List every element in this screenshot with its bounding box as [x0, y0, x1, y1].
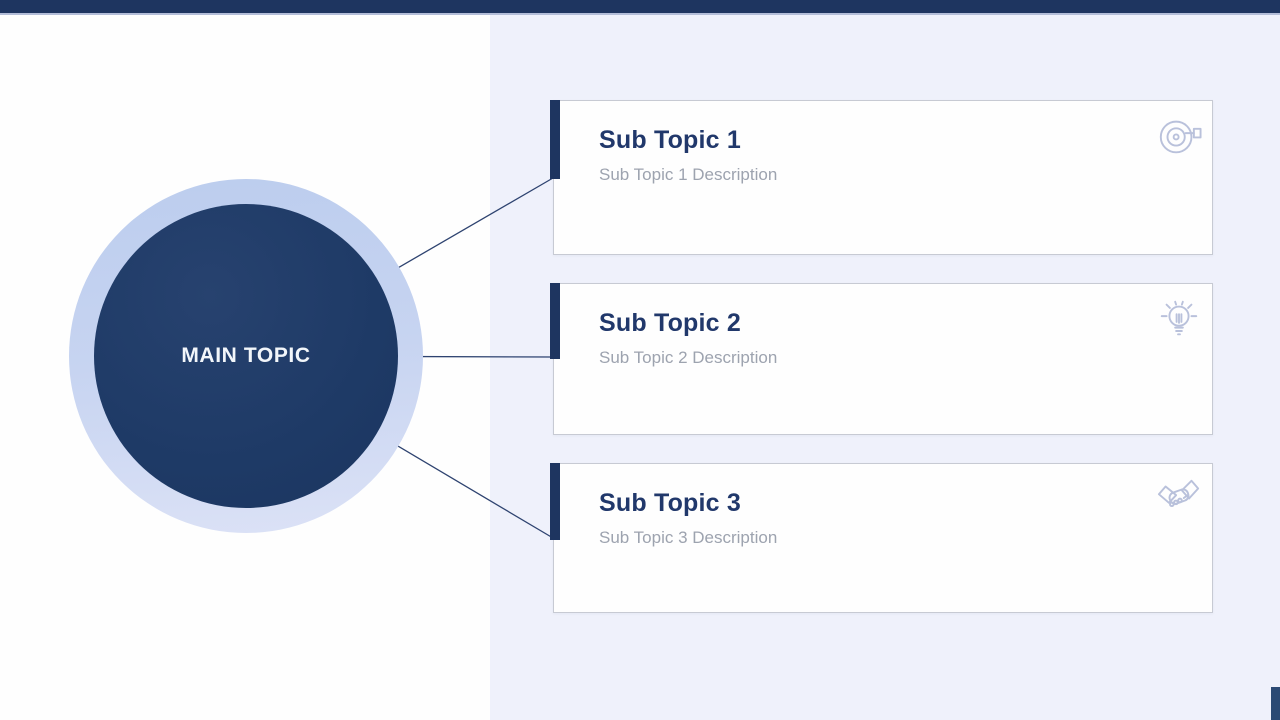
sub-topic-description: Sub Topic 2 Description — [599, 348, 778, 367]
card-accent-bar — [550, 100, 560, 179]
bottom-right-accent — [1271, 687, 1280, 720]
sub-topic-title: Sub Topic 3 — [599, 489, 742, 517]
handshake-icon — [1156, 476, 1202, 522]
main-topic-circle: MAIN TOPIC — [69, 179, 423, 533]
card-accent-bar — [550, 463, 560, 540]
top-bar-underline — [0, 13, 1280, 15]
sub-topic-title: Sub Topic 2 — [599, 309, 742, 337]
sub-topic-card-1: Sub Topic 1 Sub Topic 1 Description — [550, 100, 1213, 255]
lightbulb-icon — [1156, 296, 1202, 342]
target-icon — [1156, 113, 1202, 159]
sub-topic-description: Sub Topic 1 Description — [599, 165, 778, 184]
sub-topic-card-2: Sub Topic 2 Sub Topic 2 Description — [550, 283, 1213, 435]
sub-topic-card-3: Sub Topic 3 Sub Topic 3 Description — [550, 463, 1213, 613]
main-topic-label: MAIN TOPIC — [181, 344, 311, 367]
top-bar — [0, 0, 1280, 13]
sub-topic-title: Sub Topic 1 — [599, 126, 742, 154]
main-topic-inner-circle: MAIN TOPIC — [94, 204, 398, 508]
sub-topic-description: Sub Topic 3 Description — [599, 528, 778, 547]
card-accent-bar — [550, 283, 560, 359]
